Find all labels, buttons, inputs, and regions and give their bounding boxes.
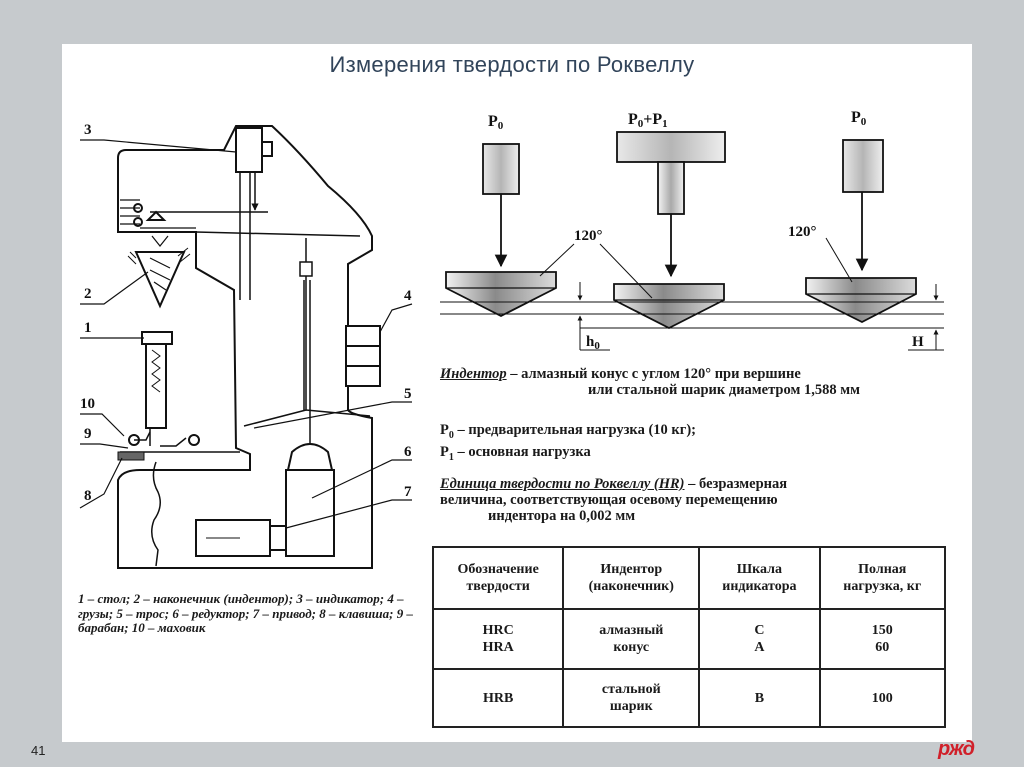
angle-label-right: 120° (788, 224, 817, 240)
hardness-tester (117, 125, 381, 569)
table (141, 331, 173, 345)
page-number: 41 (31, 743, 46, 758)
cone-stage3 (805, 277, 917, 324)
indenter-labels: P0 P0+P1 P0 120° 120° h0 H (488, 109, 924, 352)
indenter-head (134, 251, 186, 309)
machine-leaders (79, 139, 413, 529)
svg-text:P0: P0 (488, 113, 504, 132)
depth-reference-lines (440, 237, 944, 351)
slide-title: Измерения твердости по Роквеллу (329, 52, 695, 77)
cone-stage2 (613, 283, 725, 330)
indenter-stages (445, 131, 917, 330)
indenter-description: Индентор – алмазный конус с углом 120° п… (440, 366, 860, 398)
label-1: 1 (84, 320, 92, 336)
label-3: 3 (84, 122, 92, 138)
svg-text:P0+P1: P0+P1 (628, 111, 668, 130)
hr-unit-description: Единица твердости по Роквеллу (HR) – без… (440, 476, 788, 524)
label-4: 4 (404, 288, 412, 304)
svg-text:P0: P0 (851, 109, 867, 128)
top-band (0, 0, 1024, 44)
svg-text:h0: h0 (586, 334, 600, 352)
load-block-p0p1 (616, 131, 726, 163)
angle-label-left: 120° (574, 228, 603, 244)
load-block-p0-left (482, 143, 520, 195)
depth-H-label: H (912, 334, 924, 350)
machine-number-labels: 3 2 1 10 9 8 4 5 6 7 (80, 122, 412, 504)
indicator (235, 127, 263, 173)
cone-stage1 (445, 271, 557, 318)
header-indenter: Индентор(наконечник) (562, 546, 701, 610)
label-9: 9 (84, 426, 92, 442)
bottom-band (0, 742, 1024, 767)
load-description: P0 – предварительная нагрузка (10 кг); P… (440, 422, 696, 463)
weights (345, 325, 381, 387)
cable (243, 238, 371, 427)
cell-scale: B (698, 668, 821, 728)
label-6: 6 (404, 444, 412, 460)
label-7: 7 (404, 484, 412, 500)
cell-load: 100 (818, 668, 946, 728)
cell-designation: HRB (431, 668, 565, 728)
load-block-p0-right (842, 139, 884, 193)
machine-legend: 1 – стол; 2 – наконечник (индентор); 3 –… (78, 591, 413, 635)
reducer (286, 443, 334, 471)
label-10: 10 (80, 396, 95, 412)
label-2: 2 (84, 286, 92, 302)
label-8: 8 (84, 488, 92, 504)
key (117, 451, 145, 461)
label-5: 5 (404, 386, 412, 402)
rzd-logo: ржд (938, 738, 975, 760)
